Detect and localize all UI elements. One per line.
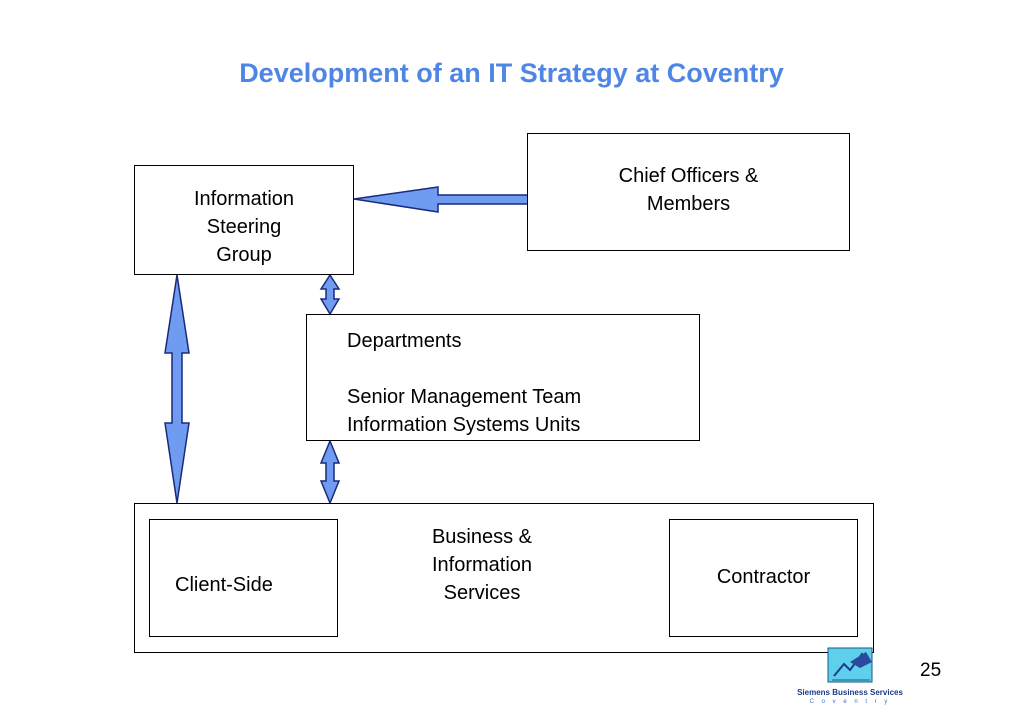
steering-line-1: Information [193, 188, 295, 210]
departments-isu: Information Systems Units [347, 414, 581, 436]
client-side-box: Client-Side [149, 519, 338, 637]
steering-line-2: Steering [206, 216, 282, 238]
departments-box: Departments Senior Management Team Infor… [306, 314, 700, 441]
arrow-steering-departments [319, 273, 341, 316]
departments-spacer [347, 355, 699, 383]
page-number: 25 [920, 660, 942, 681]
arrow-departments-business [319, 439, 341, 505]
arrow-chief-to-steering [353, 186, 529, 213]
bis-line-1: Business & [431, 526, 533, 548]
logo-name: Siemens Business Services [797, 688, 903, 697]
client-side-label: Client-Side [175, 574, 273, 596]
steering-line-3: Group [216, 244, 272, 266]
business-services-label: Business & Information Services [392, 523, 572, 607]
chief-officers-box: Chief Officers & Members [527, 133, 850, 251]
departments-heading: Departments [347, 330, 462, 352]
chief-line-1: Chief Officers & [618, 165, 759, 187]
bis-line-3: Services [443, 582, 521, 604]
steering-group-box: Information Steering Group [134, 165, 354, 275]
bis-line-2: Information [431, 554, 533, 576]
chief-line-2: Members [646, 193, 731, 215]
logo-sub: C o v e n t r y [809, 699, 891, 705]
siemens-logo: Siemens Business Services C o v e n t r … [790, 642, 910, 708]
arrow-steering-business [164, 274, 190, 504]
contractor-box: Contractor [669, 519, 858, 637]
contractor-label: Contractor [716, 566, 811, 588]
slide-title: Development of an IT Strategy at Coventr… [239, 58, 784, 88]
departments-smt: Senior Management Team [347, 386, 582, 408]
logo-graphic-icon [827, 647, 873, 683]
